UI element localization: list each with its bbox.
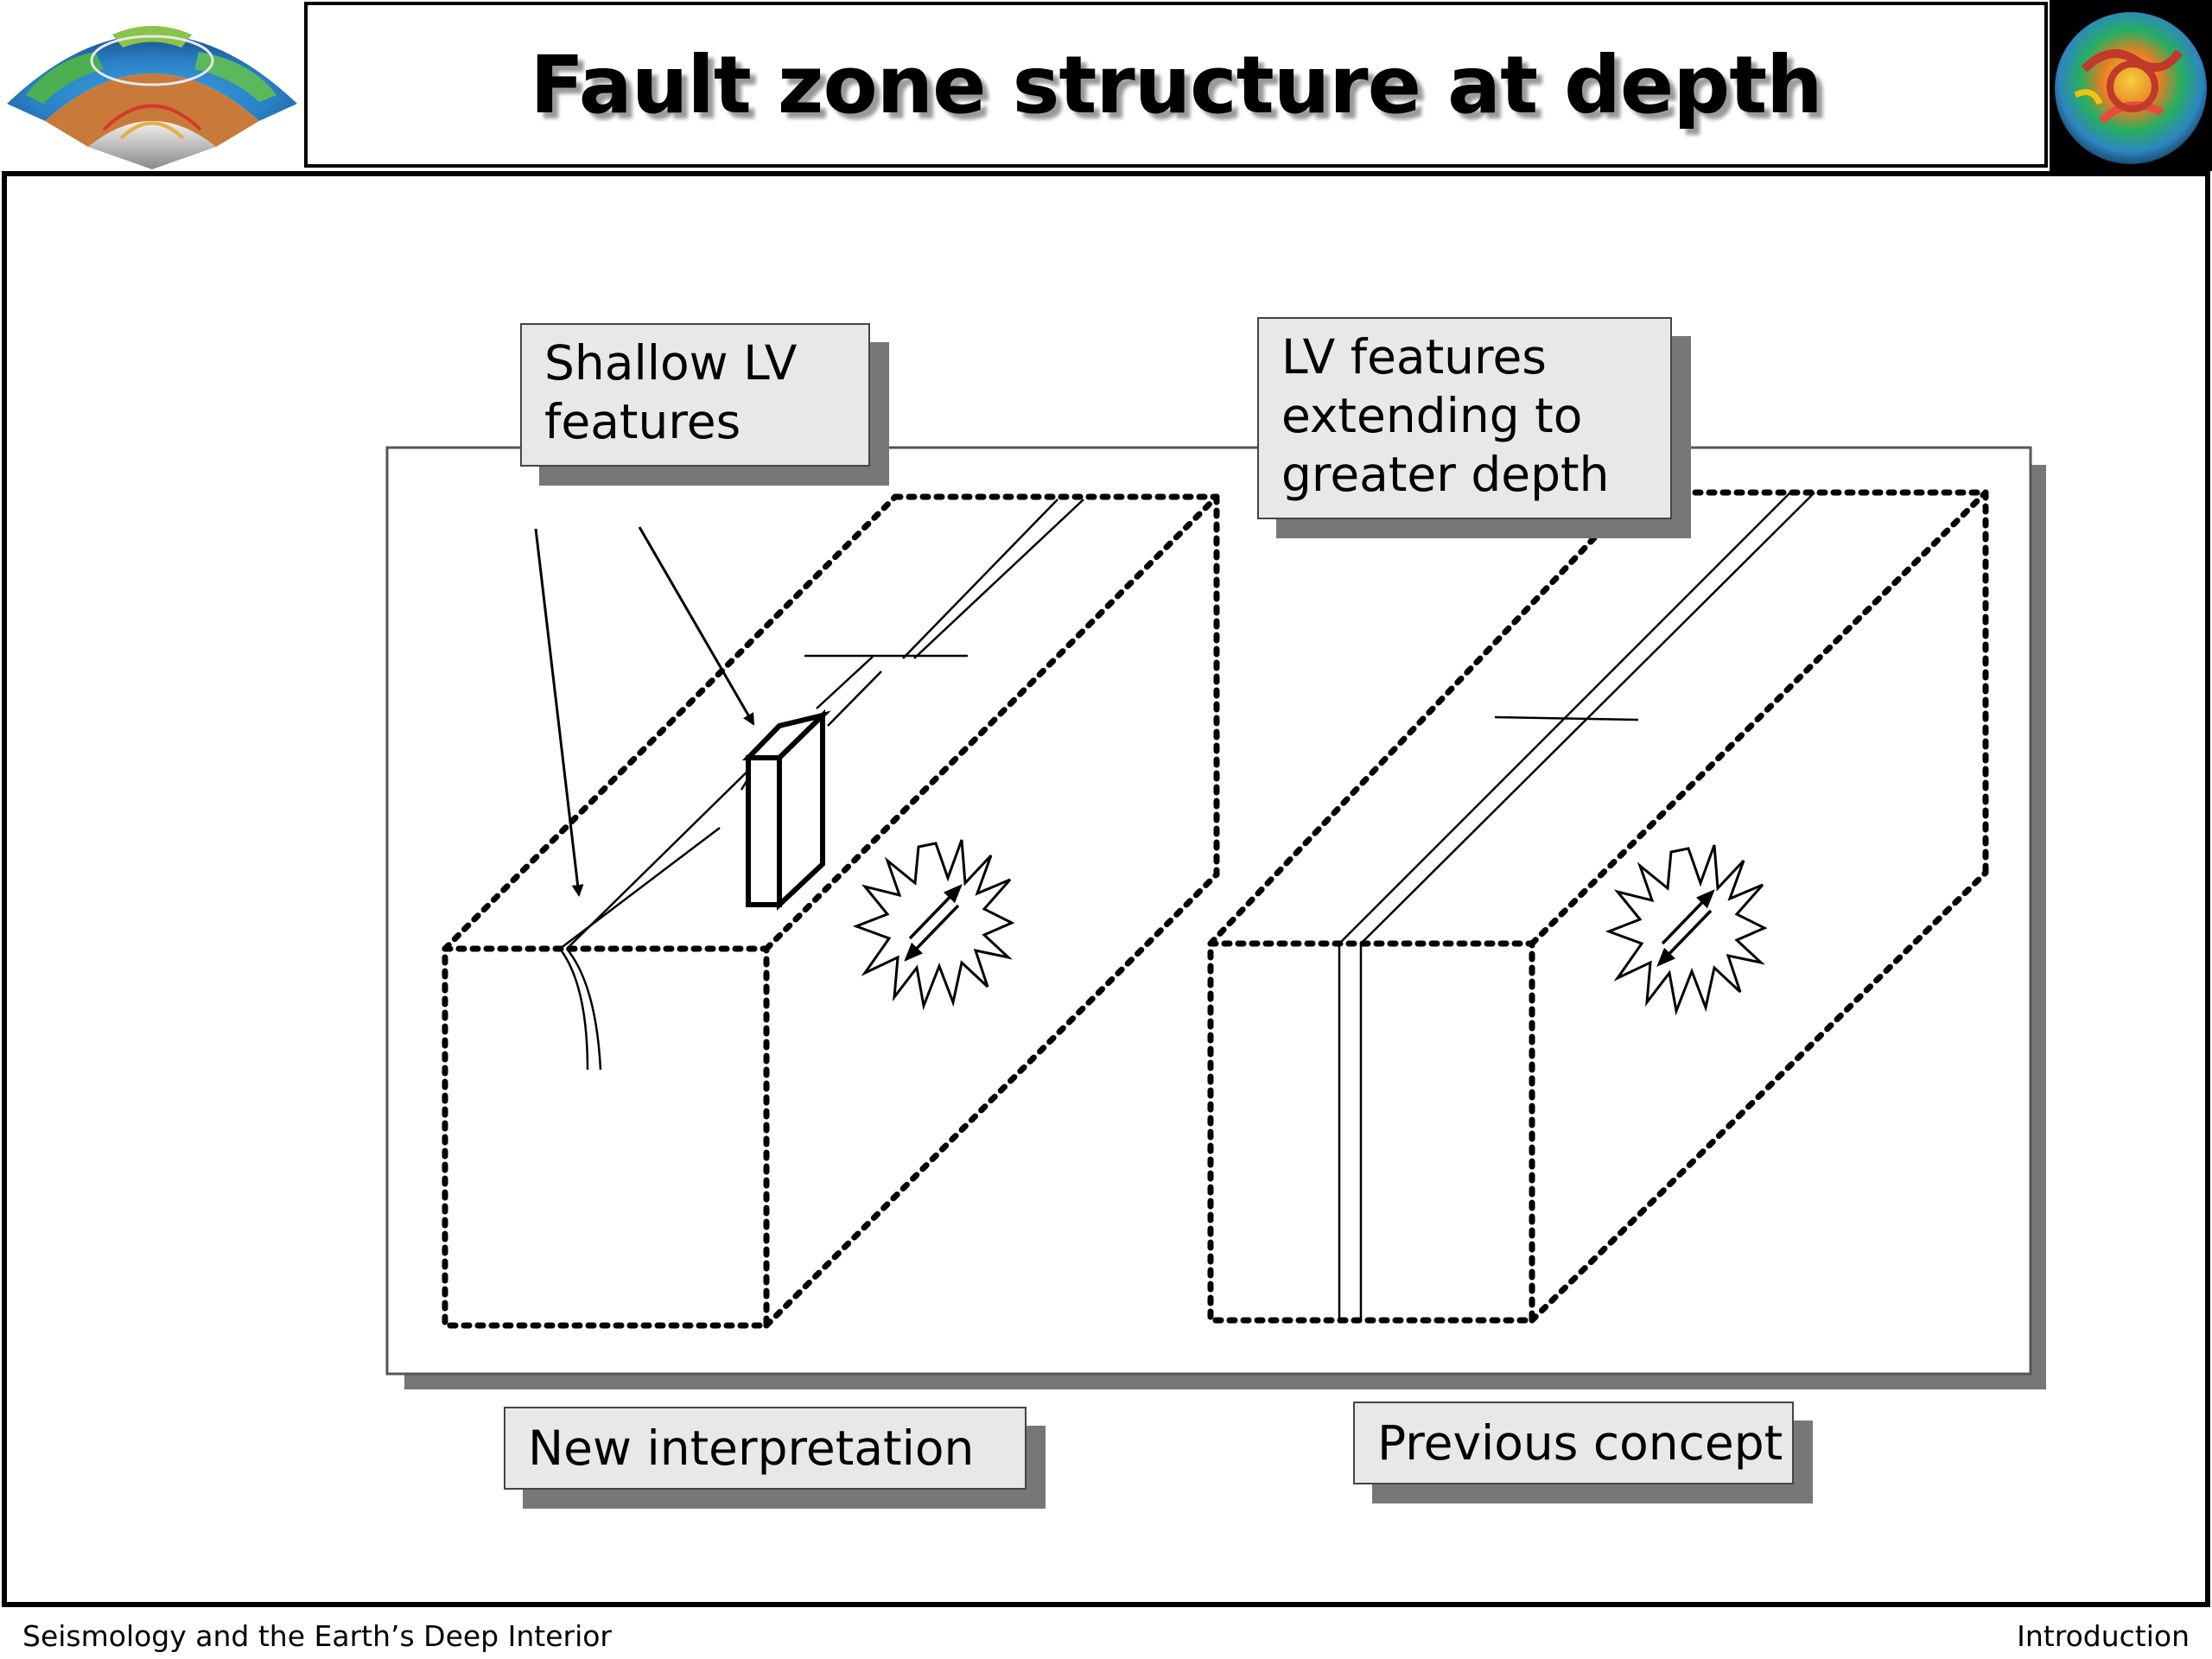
slide-title: Fault zone structure at depth	[530, 38, 1822, 131]
content-area	[2, 171, 2210, 1607]
label-new-interpretation: New interpretation	[504, 1407, 1027, 1490]
label-line: features	[544, 394, 741, 449]
label-previous-concept: Previous concept	[1353, 1402, 1794, 1484]
label-line: Shallow LV	[544, 335, 798, 391]
label-line: greater depth	[1281, 447, 1610, 502]
left-block	[442, 493, 1220, 1329]
left-fault-traces	[559, 499, 1084, 1071]
shallow-lv-box	[741, 709, 831, 911]
earthquake-star-icon	[1605, 844, 1768, 1016]
slide-header: Fault zone structure at depth	[0, 0, 2212, 173]
label-line: LV features	[1281, 329, 1547, 385]
title-box: Fault zone structure at depth	[304, 2, 2048, 168]
label-lv-extending: LV features extending to greater depth	[1257, 317, 1672, 519]
shallow-label-arrows	[534, 526, 755, 897]
slide-footer: Seismology and the Earth’s Deep Interior…	[0, 1607, 2212, 1659]
right-block	[1207, 489, 1989, 1324]
label-line: extending to	[1281, 388, 1583, 443]
tomography-globe-icon	[2050, 0, 2212, 171]
earth-cutaway-icon	[0, 0, 304, 171]
earthquake-star-icon	[852, 839, 1015, 1011]
footer-course-title: Seismology and the Earth’s Deep Interior	[22, 1619, 612, 1653]
right-fault-traces	[1338, 492, 1815, 1320]
footer-section: Introduction	[2017, 1619, 2190, 1653]
label-shallow-lv-features: Shallow LV features	[520, 323, 870, 467]
